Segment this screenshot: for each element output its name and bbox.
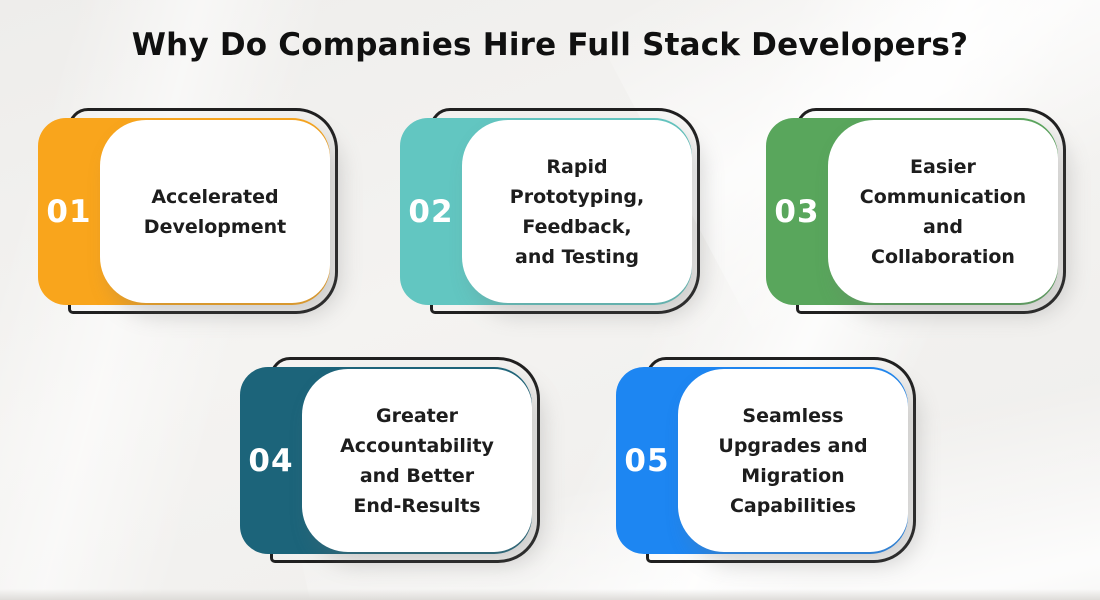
bottom-edge-strip [0, 589, 1100, 600]
card-seamless-upgrades: Seamless Upgrades and Migration Capabili… [616, 357, 916, 563]
infographic-title: Why Do Companies Hire Full Stack Develop… [131, 27, 969, 63]
card-number-badge: 05 [624, 442, 670, 479]
card-body: Rapid Prototyping, Feedback, and Testing [462, 120, 692, 303]
card-accelerated-development: Accelerated Development 01 [38, 108, 338, 314]
card-number-badge: 01 [46, 193, 92, 230]
card-rapid-prototyping: Rapid Prototyping, Feedback, and Testing… [400, 108, 700, 314]
card-easier-communication: Easier Communication and Collaboration 0… [766, 108, 1066, 314]
card-label: Easier Communication and Collaboration [859, 155, 1027, 268]
card-number-badge: 02 [408, 193, 454, 230]
card-body: Accelerated Development [100, 120, 330, 303]
card-greater-accountability: Greater Accountability and Better End-Re… [240, 357, 540, 563]
card-label: Accelerated Development [143, 185, 287, 238]
card-label: Seamless Upgrades and Migration Capabili… [718, 404, 868, 517]
card-body: Greater Accountability and Better End-Re… [302, 369, 532, 552]
card-number-badge: 04 [248, 442, 294, 479]
card-label: Rapid Prototyping, Feedback, and Testing [509, 155, 645, 268]
card-label: Greater Accountability and Better End-Re… [340, 404, 494, 517]
card-body: Easier Communication and Collaboration [828, 120, 1058, 303]
card-number-badge: 03 [774, 193, 820, 230]
card-body: Seamless Upgrades and Migration Capabili… [678, 369, 908, 552]
